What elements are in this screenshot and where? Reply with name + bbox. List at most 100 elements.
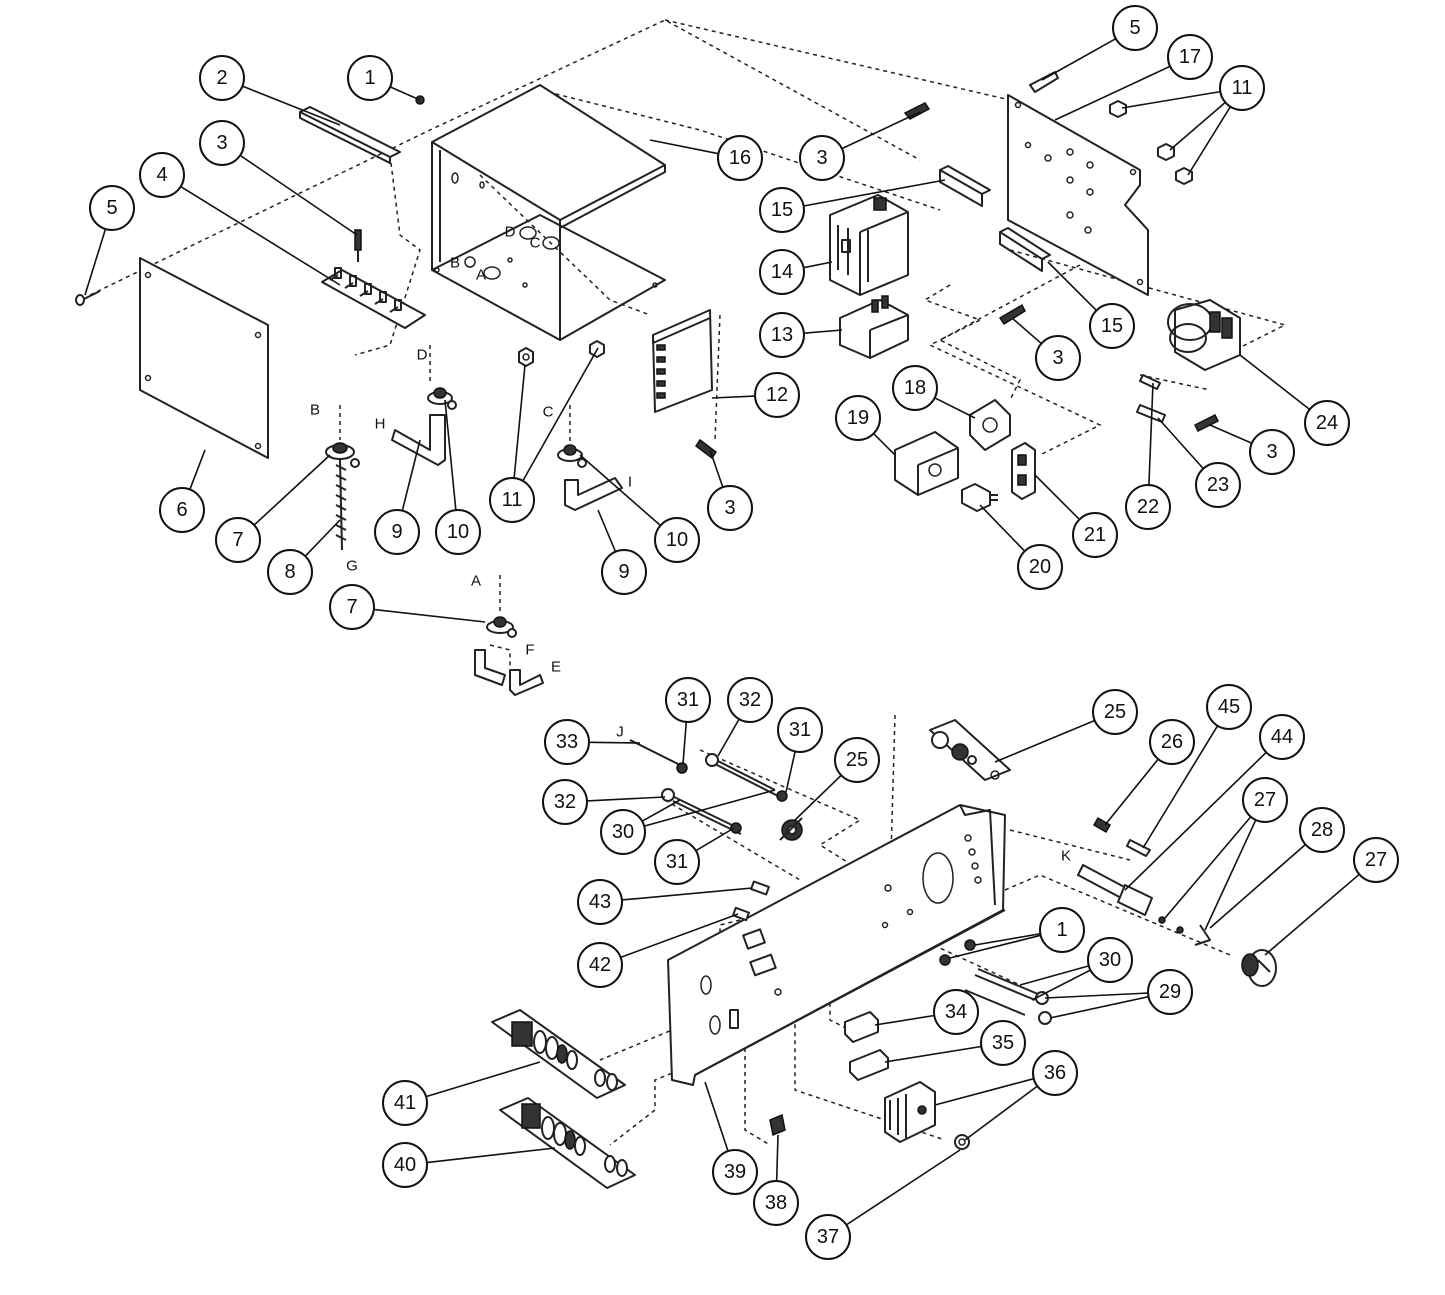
- callout-circle: [1072, 512, 1118, 558]
- callout-23: 23: [1157, 417, 1241, 508]
- callout-10: 10: [435, 399, 481, 555]
- callout-number: 22: [1137, 496, 1159, 518]
- ref-letter-j: J: [616, 724, 624, 741]
- potentiometer-shaft: [1077, 816, 1153, 916]
- callout-leader: [785, 751, 796, 793]
- callout-circle: [1147, 969, 1193, 1015]
- callout-leader: [649, 139, 719, 155]
- callout-14: 14: [759, 249, 833, 295]
- callout-1: 1: [949, 907, 1085, 959]
- callout-circle: [1242, 777, 1288, 823]
- callout-number: 9: [391, 521, 402, 543]
- callout-number: 23: [1207, 474, 1229, 496]
- callout-leader: [586, 796, 666, 802]
- callout-circle: [542, 779, 588, 825]
- callout-circle: [89, 185, 135, 231]
- callout-number: 19: [847, 407, 869, 429]
- callout-circle: [654, 517, 700, 563]
- callout-circle: [727, 677, 773, 723]
- tube-i: [564, 477, 623, 511]
- ref-letter-i: I: [628, 474, 632, 491]
- callout-leader: [994, 719, 1095, 763]
- callout-circle: [601, 549, 647, 595]
- callout-5: 5: [84, 185, 135, 296]
- callout-17: 17: [1054, 34, 1213, 121]
- selector-switch-40: [499, 1097, 636, 1189]
- callout-39: 39: [704, 1081, 758, 1195]
- callout-number: 18: [904, 377, 926, 399]
- tube-e-f: [474, 649, 544, 696]
- callout-leader: [803, 329, 843, 334]
- callout-leader: [373, 608, 486, 623]
- callout-circle: [435, 509, 481, 555]
- callout-leader: [1104, 758, 1159, 826]
- callout-42: 42: [577, 913, 739, 988]
- callout-leader: [872, 432, 896, 456]
- callout-circle: [707, 485, 753, 531]
- pins-22-23: [1136, 374, 1220, 433]
- callout-37: 37: [805, 1149, 961, 1260]
- callout-leader: [444, 399, 457, 511]
- callout-leader: [682, 721, 688, 765]
- callout-circle: [1249, 429, 1295, 475]
- callout-40: 40: [382, 1142, 556, 1188]
- callout-leader: [874, 1014, 935, 1026]
- small-relay: [961, 483, 998, 512]
- callout-13: 13: [759, 312, 843, 358]
- indicator-light-35: [849, 1049, 889, 1081]
- callout-number: 3: [816, 147, 827, 169]
- callout-circle: [347, 55, 393, 101]
- callout-28: 28: [1209, 807, 1345, 929]
- callout-number: 3: [1052, 347, 1063, 369]
- callout-number: 15: [1101, 315, 1123, 337]
- callout-leader: [964, 1085, 1038, 1141]
- ref-letter-c: C: [543, 404, 554, 421]
- callout-leader: [1044, 992, 1149, 999]
- callout-leader: [522, 347, 599, 482]
- callout-15: 15: [1047, 261, 1135, 349]
- callout-number: 39: [724, 1161, 746, 1183]
- callout-leader: [1019, 965, 1090, 986]
- upper-assembly-guide-lines: [89, 19, 1288, 675]
- ref-letter-c: C: [530, 235, 541, 252]
- callout-leader: [389, 86, 421, 101]
- callout-leader: [803, 261, 833, 269]
- callout-7: 7: [215, 454, 331, 563]
- callout-15: 15: [759, 179, 946, 233]
- callout-leader: [189, 449, 206, 490]
- callout-leader: [934, 1077, 1034, 1106]
- callout-circle: [980, 1020, 1026, 1066]
- callout-leader: [1121, 90, 1221, 109]
- mounting-plate: [1007, 94, 1149, 296]
- standoffs-lower: [939, 939, 1052, 1025]
- callout-circle: [665, 677, 711, 723]
- callout-leader: [1187, 106, 1232, 176]
- callout-26: 26: [1104, 719, 1195, 826]
- callout-2: 2: [199, 55, 341, 126]
- callout-leader: [1204, 819, 1257, 931]
- front-cover-plate: [139, 257, 269, 459]
- callout-32: 32: [542, 779, 666, 825]
- callout-30: 30: [600, 789, 776, 855]
- callout-24: 24: [1239, 354, 1350, 446]
- callout-leader: [711, 395, 756, 399]
- callout-number: 16: [729, 147, 751, 169]
- callout-leader: [1148, 382, 1154, 486]
- callout-leader: [934, 397, 976, 419]
- callout-number: 31: [677, 689, 699, 711]
- callout-number: 2: [216, 67, 227, 89]
- callout-number: 20: [1029, 556, 1051, 578]
- rotary-switch: [779, 817, 803, 841]
- callout-circle: [759, 187, 805, 233]
- din-rail-lower: [999, 227, 1051, 272]
- callout-12: 12: [711, 372, 800, 418]
- callout-circle: [759, 312, 805, 358]
- callout-number: 12: [766, 384, 788, 406]
- callout-number: 27: [1365, 849, 1387, 871]
- callout-circle: [199, 120, 245, 166]
- callout-circle: [1304, 400, 1350, 446]
- callout-number: 15: [771, 199, 793, 221]
- callout-34: 34: [874, 989, 979, 1035]
- callout-31: 31: [654, 827, 735, 885]
